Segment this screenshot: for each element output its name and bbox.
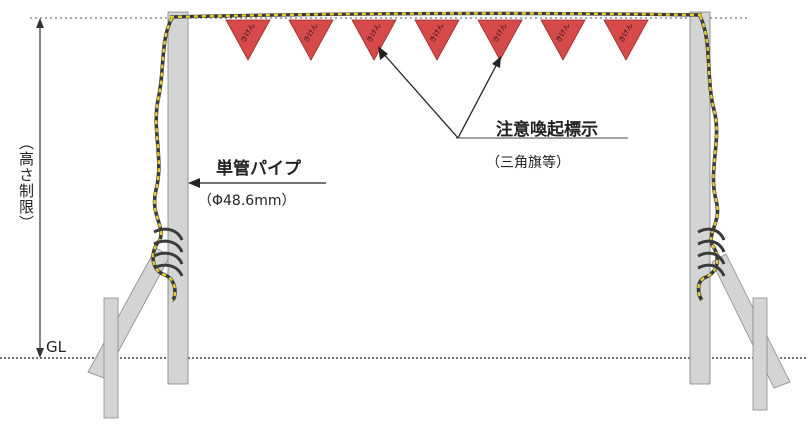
pipe-pointer-arrow: [188, 178, 326, 188]
warning-sign-note: （三角旗等）: [486, 155, 570, 171]
warning-sign-label: 注意喚起標示: [496, 120, 598, 140]
warning-flag: きけん: [477, 19, 523, 61]
pipe-label: 単管パイプ: [216, 159, 301, 179]
left-pole: [167, 11, 189, 385]
top-rope-stripe: [169, 12, 703, 19]
right-stake: [752, 297, 768, 411]
warning-pointer-arrows: [378, 46, 501, 139]
height-limit-label: （高さ制限）: [17, 135, 35, 231]
warning-flag: きけん: [225, 19, 271, 61]
right-pole: [689, 11, 711, 385]
right-rope-wrap: [697, 227, 726, 277]
ground-level-label: GL: [46, 338, 66, 356]
warning-flag: きけん: [351, 19, 397, 61]
left-rope-coil-stripe: [151, 17, 177, 302]
left-rope-wrap: [153, 227, 184, 277]
height-dimension-arrow: [36, 18, 44, 358]
left-stake: [103, 297, 119, 419]
warning-flag: きけん: [288, 19, 334, 61]
warning-flag: きけん: [603, 19, 649, 61]
pipe-spec: （Φ48.6mm）: [198, 193, 296, 209]
warning-flag: きけん: [414, 19, 460, 61]
triangle-flags: きけんきけんきけんきけんきけんきけんきけん: [225, 19, 649, 61]
right-rope-coil-stripe: [697, 15, 719, 301]
warning-flag: きけん: [540, 19, 586, 61]
